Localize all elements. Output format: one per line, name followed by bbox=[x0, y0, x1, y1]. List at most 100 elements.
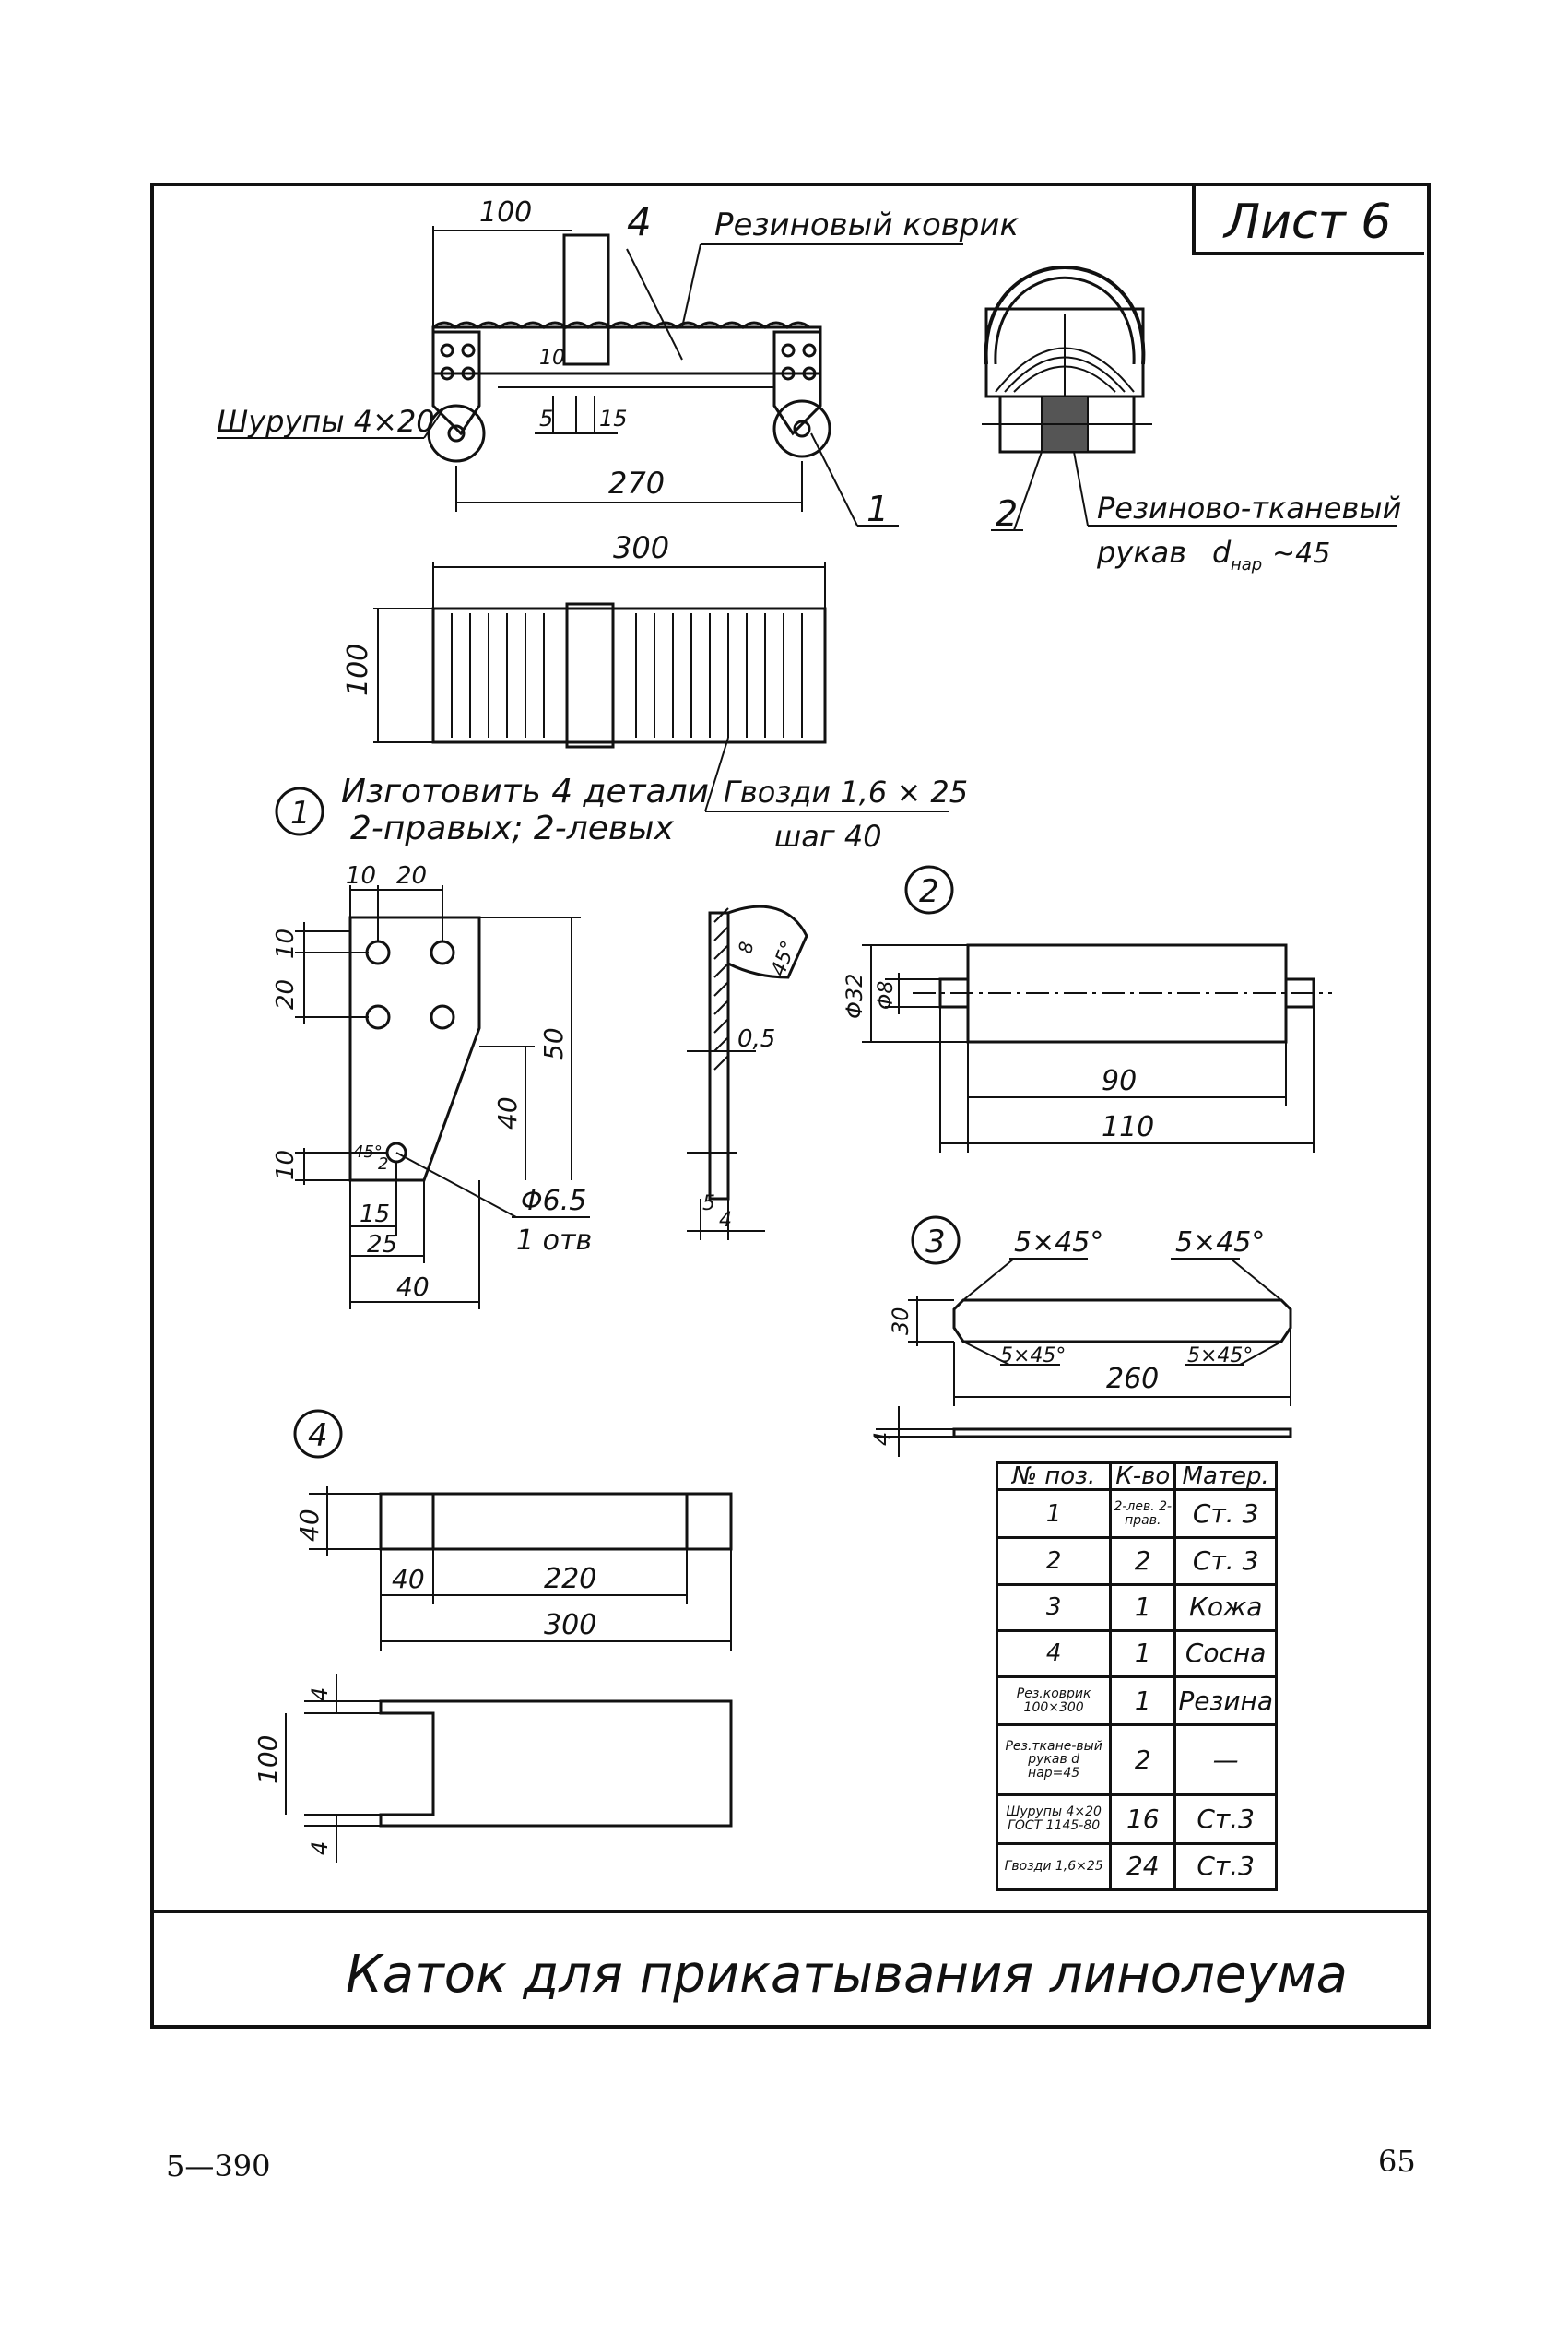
cell-qty: 16 bbox=[1109, 1793, 1177, 1845]
p4-dim-300: 300 bbox=[544, 1609, 596, 1641]
sheet-label-box bbox=[1192, 184, 1424, 255]
p3-chamfer-b: 5×45° bbox=[1175, 1226, 1265, 1259]
cell-mat: Сосна bbox=[1173, 1628, 1278, 1678]
table-row: Рез.ткане-вый рукав d нар=45 2 — bbox=[995, 1723, 1278, 1797]
label-hose-val: ~45 bbox=[1272, 538, 1330, 570]
p1-r2: 2 bbox=[378, 1154, 388, 1174]
p1-hole-count: 1 отв bbox=[516, 1225, 592, 1257]
p1-dim-05: 0,5 bbox=[737, 1025, 775, 1053]
part2-marker-label: 2 bbox=[919, 873, 939, 910]
p4-dim-100: 100 bbox=[253, 1735, 283, 1784]
part1-marker bbox=[275, 787, 324, 836]
p2-dim-110: 110 bbox=[1102, 1111, 1154, 1143]
cell-mat: Ст.3 bbox=[1173, 1793, 1278, 1845]
header-qty: К-во bbox=[1109, 1461, 1177, 1491]
label-hose-line1: Резиново-тканевый bbox=[1097, 491, 1401, 526]
p1-angle-45-side: 45° bbox=[767, 938, 801, 979]
part1-side-section: 8 45° 0,5 5 4 bbox=[687, 905, 808, 1240]
cell-pos: Рез.коврик 100×300 bbox=[995, 1674, 1113, 1727]
part3-strip-drawing: 3 5×45° 5×45° 30 5×45° 5×45° 260 4 bbox=[869, 1215, 1292, 1457]
p1-hole-dia: Φ6.5 bbox=[521, 1185, 586, 1217]
p4-dim-40: 40 bbox=[392, 1564, 425, 1594]
cell-qty: 2-лев. 2-прав. bbox=[1109, 1487, 1177, 1540]
p1-dim-20-top: 20 bbox=[396, 862, 427, 890]
cell-qty: 1 bbox=[1109, 1674, 1177, 1727]
part3-marker-label: 3 bbox=[925, 1224, 946, 1260]
sheet-label: Лист 6 bbox=[1222, 195, 1391, 250]
table-row: 1 2-лев. 2-прав. Ст. 3 bbox=[995, 1487, 1278, 1540]
label-hose-dsub: нар bbox=[1231, 555, 1262, 574]
label-screws: Шурупы 4×20 bbox=[217, 404, 435, 439]
p1-dim-40-bottom: 40 bbox=[396, 1272, 430, 1302]
part1-bracket-drawing: 10 20 10 20 50 40 10 45° 2 Φ6.5 1 отв 15… bbox=[272, 862, 592, 1309]
dim-10-assembly: 10 bbox=[539, 347, 565, 370]
part3-marker bbox=[911, 1215, 961, 1265]
label-pos1-assembly: 1 bbox=[867, 489, 889, 529]
cell-pos: 1 bbox=[995, 1487, 1113, 1540]
part2-roller-drawing: 2 Φ32 Φ8 90 110 bbox=[842, 865, 1332, 1153]
sheet-border bbox=[150, 183, 1431, 2029]
dim-270: 270 bbox=[608, 466, 665, 501]
label-hose-line2: рукав bbox=[1096, 535, 1186, 570]
p1-dim-25: 25 bbox=[367, 1231, 397, 1259]
p1-dim-10-bottom: 10 bbox=[272, 1150, 300, 1180]
cell-mat: Кожа bbox=[1173, 1582, 1278, 1632]
page-number: 65 bbox=[1378, 2144, 1416, 2179]
table-row: Шурупы 4×20 ГОСТ 1145-80 16 Ст.3 bbox=[995, 1793, 1278, 1845]
header-pos: № поз. bbox=[995, 1461, 1113, 1491]
cell-pos: 4 bbox=[995, 1628, 1113, 1678]
p1-dim-10-top: 10 bbox=[346, 862, 376, 890]
label-pos2-assembly: 2 bbox=[996, 493, 1018, 534]
p1-angle-45: 45° bbox=[353, 1142, 383, 1162]
part4-board-drawing: 4 40 40 220 300 4 100 4 bbox=[253, 1409, 733, 1863]
p3-chamfer-c: 5×45° bbox=[1000, 1344, 1066, 1367]
footer-code: 5—390 bbox=[166, 2148, 270, 2183]
label-hose-d: d bbox=[1212, 535, 1232, 570]
label-rubber-mat: Резиновый коврик bbox=[714, 207, 1019, 243]
cell-pos: 2 bbox=[995, 1536, 1113, 1586]
cell-mat: Ст. 3 bbox=[1173, 1487, 1278, 1540]
label-make-line1: Изготовить 4 детали bbox=[341, 773, 709, 811]
table-row: 4 1 Сосна bbox=[995, 1628, 1278, 1678]
dim-100-side: 100 bbox=[342, 644, 374, 696]
dim-300: 300 bbox=[613, 530, 669, 565]
header-mat: Матер. bbox=[1173, 1461, 1278, 1491]
part4-marker bbox=[293, 1409, 343, 1459]
cell-mat: Резина bbox=[1173, 1674, 1278, 1727]
p1-dim-10-left: 10 bbox=[272, 929, 300, 959]
cell-pos: Гвозди 1,6×25 bbox=[995, 1841, 1113, 1892]
cell-qty: 2 bbox=[1109, 1723, 1177, 1797]
cell-mat: Ст. 3 bbox=[1173, 1536, 1278, 1586]
dim-100-top: 100 bbox=[479, 196, 532, 229]
table-row: Рез.коврик 100×300 1 Резина bbox=[995, 1674, 1278, 1727]
specification-table: № поз. К-во Матер. 1 2-лев. 2-прав. Ст. … bbox=[995, 1461, 1278, 1892]
p3-dim-260: 260 bbox=[1106, 1363, 1159, 1395]
label-make-line2: 2-правых; 2-левых bbox=[350, 810, 675, 847]
p1-dim-8: 8 bbox=[734, 940, 758, 955]
dim-15-assembly: 15 bbox=[599, 406, 628, 432]
p3-dim-4: 4 bbox=[869, 1432, 895, 1446]
dim-5-assembly: 5 bbox=[539, 406, 553, 432]
cell-qty: 1 bbox=[1109, 1582, 1177, 1632]
p2-dim-90: 90 bbox=[1102, 1065, 1137, 1097]
cell-qty: 2 bbox=[1109, 1536, 1177, 1586]
part1-note: 1 Изготовить 4 детали 2-правых; 2-левых … bbox=[275, 737, 968, 854]
p4-dim-220: 220 bbox=[544, 1563, 596, 1595]
p1-dim-15: 15 bbox=[360, 1201, 390, 1228]
label-pos4-assembly: 4 bbox=[627, 199, 652, 244]
cell-qty: 24 bbox=[1109, 1841, 1177, 1892]
part4-marker-label: 4 bbox=[308, 1417, 328, 1454]
p1-dim-4-side: 4 bbox=[719, 1209, 732, 1232]
assembly-side-view: 2 Резиново-тканевый рукав d нар ~45 bbox=[982, 266, 1401, 574]
p1-dim-5-side: 5 bbox=[702, 1192, 715, 1215]
p2-dim-d32: Φ32 bbox=[842, 974, 867, 1019]
p2-dim-d8: Φ8 bbox=[875, 981, 898, 1010]
p4-dim-4-top: 4 bbox=[307, 1687, 333, 1701]
part1-marker-label: 1 bbox=[290, 795, 311, 832]
assembly-front-view: 100 10 5 15 270 Шурупы 4×20 bbox=[217, 196, 1019, 529]
p1-dim-20-left: 20 bbox=[272, 979, 300, 1010]
p3-chamfer-a: 5×45° bbox=[1014, 1226, 1103, 1259]
assembly-plan-view: 300 100 bbox=[342, 530, 827, 749]
p3-chamfer-d: 5×45° bbox=[1187, 1344, 1253, 1367]
